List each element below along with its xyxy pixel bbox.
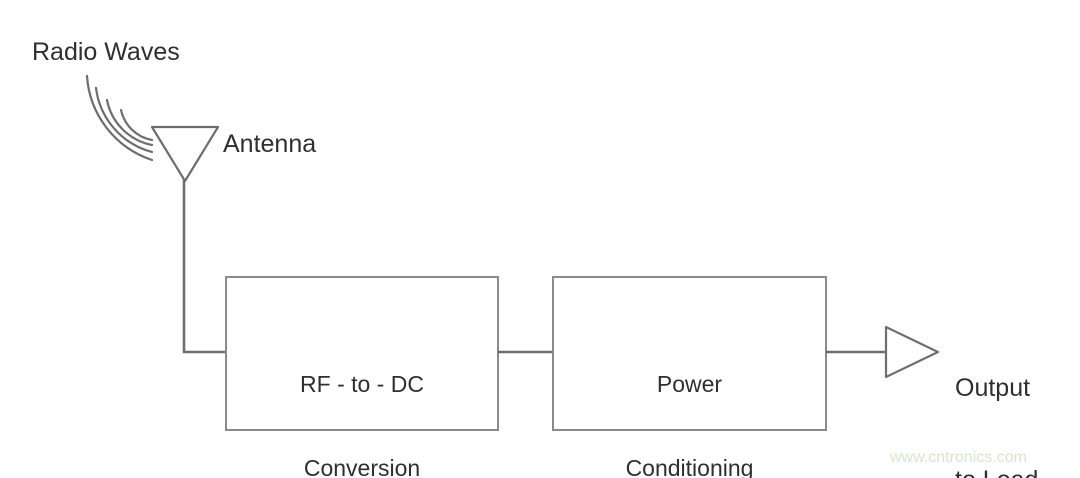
block-label-rf-to-dc-line2: Conversion: [303, 455, 421, 478]
block-power-conditioning: [552, 276, 827, 431]
wave-arc-2: [105, 98, 154, 147]
label-antenna: Antenna: [223, 130, 317, 158]
block-label-power-line2: Conditioning: [625, 455, 754, 478]
block-rf-to-dc: [225, 276, 499, 431]
antenna-feed-line: [182, 179, 228, 354]
wave-arc-3: [94, 86, 154, 154]
wave-arc-1: [119, 108, 154, 142]
watermark-text: www.cntronics.com: [890, 449, 1027, 466]
label-output-to-load: Output to Load: [955, 312, 1038, 478]
label-output-line2: to Load: [955, 465, 1038, 478]
output-arrow-icon: [884, 325, 940, 379]
label-output-line1: Output: [955, 374, 1031, 402]
antenna-triangle-icon: [150, 125, 220, 183]
wave-arc-4: [85, 74, 154, 162]
label-radio-waves: Radio Waves: [32, 38, 180, 66]
block-label-power-line1: Power: [656, 371, 723, 398]
block-label-power-conditioning: Power Conditioning: [553, 314, 826, 478]
radio-wave-arcs: [85, 74, 154, 162]
block-label-rf-to-dc: RF - to - DC Conversion: [226, 314, 498, 478]
block-label-rf-to-dc-line1: RF - to - DC: [300, 371, 424, 398]
